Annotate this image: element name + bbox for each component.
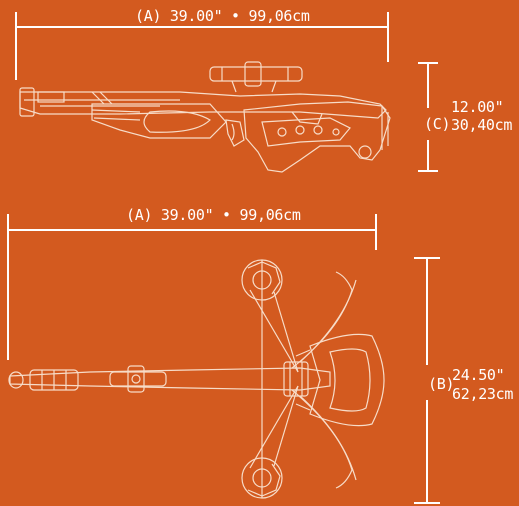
crossbow-side-view-icon: [19, 61, 391, 173]
width-dimension: [414, 257, 440, 504]
length-dimension-top: [15, 12, 389, 80]
length-label-top: (A) 39.00" • 99,06cm: [135, 7, 310, 25]
height-dimension: [418, 62, 438, 172]
height-letter: (C): [424, 115, 451, 133]
length-dimension-bottom: [7, 214, 377, 360]
width-cm: 62,23cm: [452, 385, 514, 403]
crossbow-top-view-icon: [8, 259, 385, 499]
height-inches: 12.00": [451, 98, 504, 116]
width-letter: (B): [428, 375, 455, 393]
width-inches: 24.50": [452, 366, 505, 384]
height-cm: 30,40cm: [451, 116, 513, 134]
length-label-bottom: (A) 39.00" • 99,06cm: [126, 206, 301, 224]
